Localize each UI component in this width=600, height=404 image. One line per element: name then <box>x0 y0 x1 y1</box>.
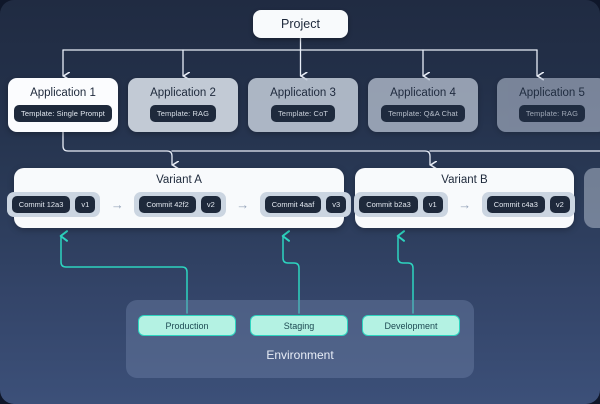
chain-arrow-icon: → <box>110 196 124 212</box>
environment-chip-staging[interactable]: Staging <box>250 315 348 336</box>
variant-card-c-partial[interactable]: Commit <box>584 168 600 228</box>
commit-chain: Commit 12a3 v1 → Commit 42f2 v2 → Commit… <box>6 191 352 217</box>
commit-item[interactable]: Commit 12a3 v1 <box>6 191 101 217</box>
commit-version: v1 <box>75 195 96 213</box>
environment-chip-label: Production <box>165 320 209 331</box>
environment-chip-label: Staging <box>283 320 315 331</box>
commit-hash: Commit c4a3 <box>486 195 545 213</box>
environment-label: Environment <box>266 348 334 362</box>
application-title: Application 4 <box>390 87 456 100</box>
commit-version: v3 <box>326 195 347 213</box>
chain-arrow-icon: → <box>236 196 250 212</box>
application-title: Application 2 <box>150 87 216 100</box>
application-card-1[interactable]: Application 1 Template: Single Prompt <box>8 78 118 132</box>
environment-chip-development[interactable]: Development <box>362 315 460 336</box>
application-card-2[interactable]: Application 2 Template: RAG <box>128 78 238 132</box>
application-template-badge: Template: RAG <box>149 104 217 122</box>
commit-item[interactable]: Commit b2a3 v1 <box>354 191 448 217</box>
project-to-applications-connectors <box>62 37 537 76</box>
variant-card-b[interactable]: Variant B Commit b2a3 v1 → Commit c4a3 v… <box>354 168 575 228</box>
commit-item[interactable]: Commit 42f2 v2 <box>134 191 226 217</box>
environment-chip-production[interactable]: Production <box>138 315 236 336</box>
variant-title: Variant B <box>441 174 488 186</box>
commit-item[interactable]: Commit 4aaf v3 <box>259 191 352 217</box>
application-template-badge: Template: CoT <box>270 104 336 122</box>
environment-chip-label: Development <box>384 320 438 331</box>
application-card-4[interactable]: Application 4 Template: Q&A Chat <box>368 78 478 132</box>
application-title: Application 3 <box>270 87 336 100</box>
project-label: Project <box>281 17 320 31</box>
app1-to-variant-b <box>171 150 430 165</box>
app1-to-variant-a <box>62 131 172 165</box>
application-template-badge: Template: RAG <box>518 104 586 122</box>
chain-arrow-icon: → <box>458 196 472 212</box>
application-template-badge: Template: Single Prompt <box>13 104 112 122</box>
commit-hash: Commit 12a3 <box>11 195 71 213</box>
application-card-3[interactable]: Application 3 Template: CoT <box>248 78 358 132</box>
application-title: Application 1 <box>30 87 96 100</box>
commit-version: v2 <box>200 195 221 213</box>
application-template-badge: Template: Q&A Chat <box>381 104 465 122</box>
variant-card-a[interactable]: Variant A Commit 12a3 v1 → Commit 42f2 v… <box>6 168 352 228</box>
commit-version: v1 <box>422 195 443 213</box>
commit-hash: Commit 42f2 <box>139 195 196 213</box>
environment-panel <box>126 300 474 378</box>
application-to-variant-connectors <box>62 131 600 165</box>
variant-title: Variant A <box>156 174 202 186</box>
commit-chain: Commit b2a3 v1 → Commit c4a3 v2 <box>354 191 575 217</box>
application-title: Application 5 <box>519 87 585 100</box>
commit-hash: Commit 4aaf <box>264 195 322 213</box>
project-card[interactable]: Project <box>253 10 348 38</box>
commit-version: v2 <box>549 195 570 213</box>
application-card-5[interactable]: Application 5 Template: RAG <box>497 78 600 132</box>
commit-hash: Commit b2a3 <box>359 195 418 213</box>
commit-item[interactable]: Commit c4a3 v2 <box>481 191 575 217</box>
